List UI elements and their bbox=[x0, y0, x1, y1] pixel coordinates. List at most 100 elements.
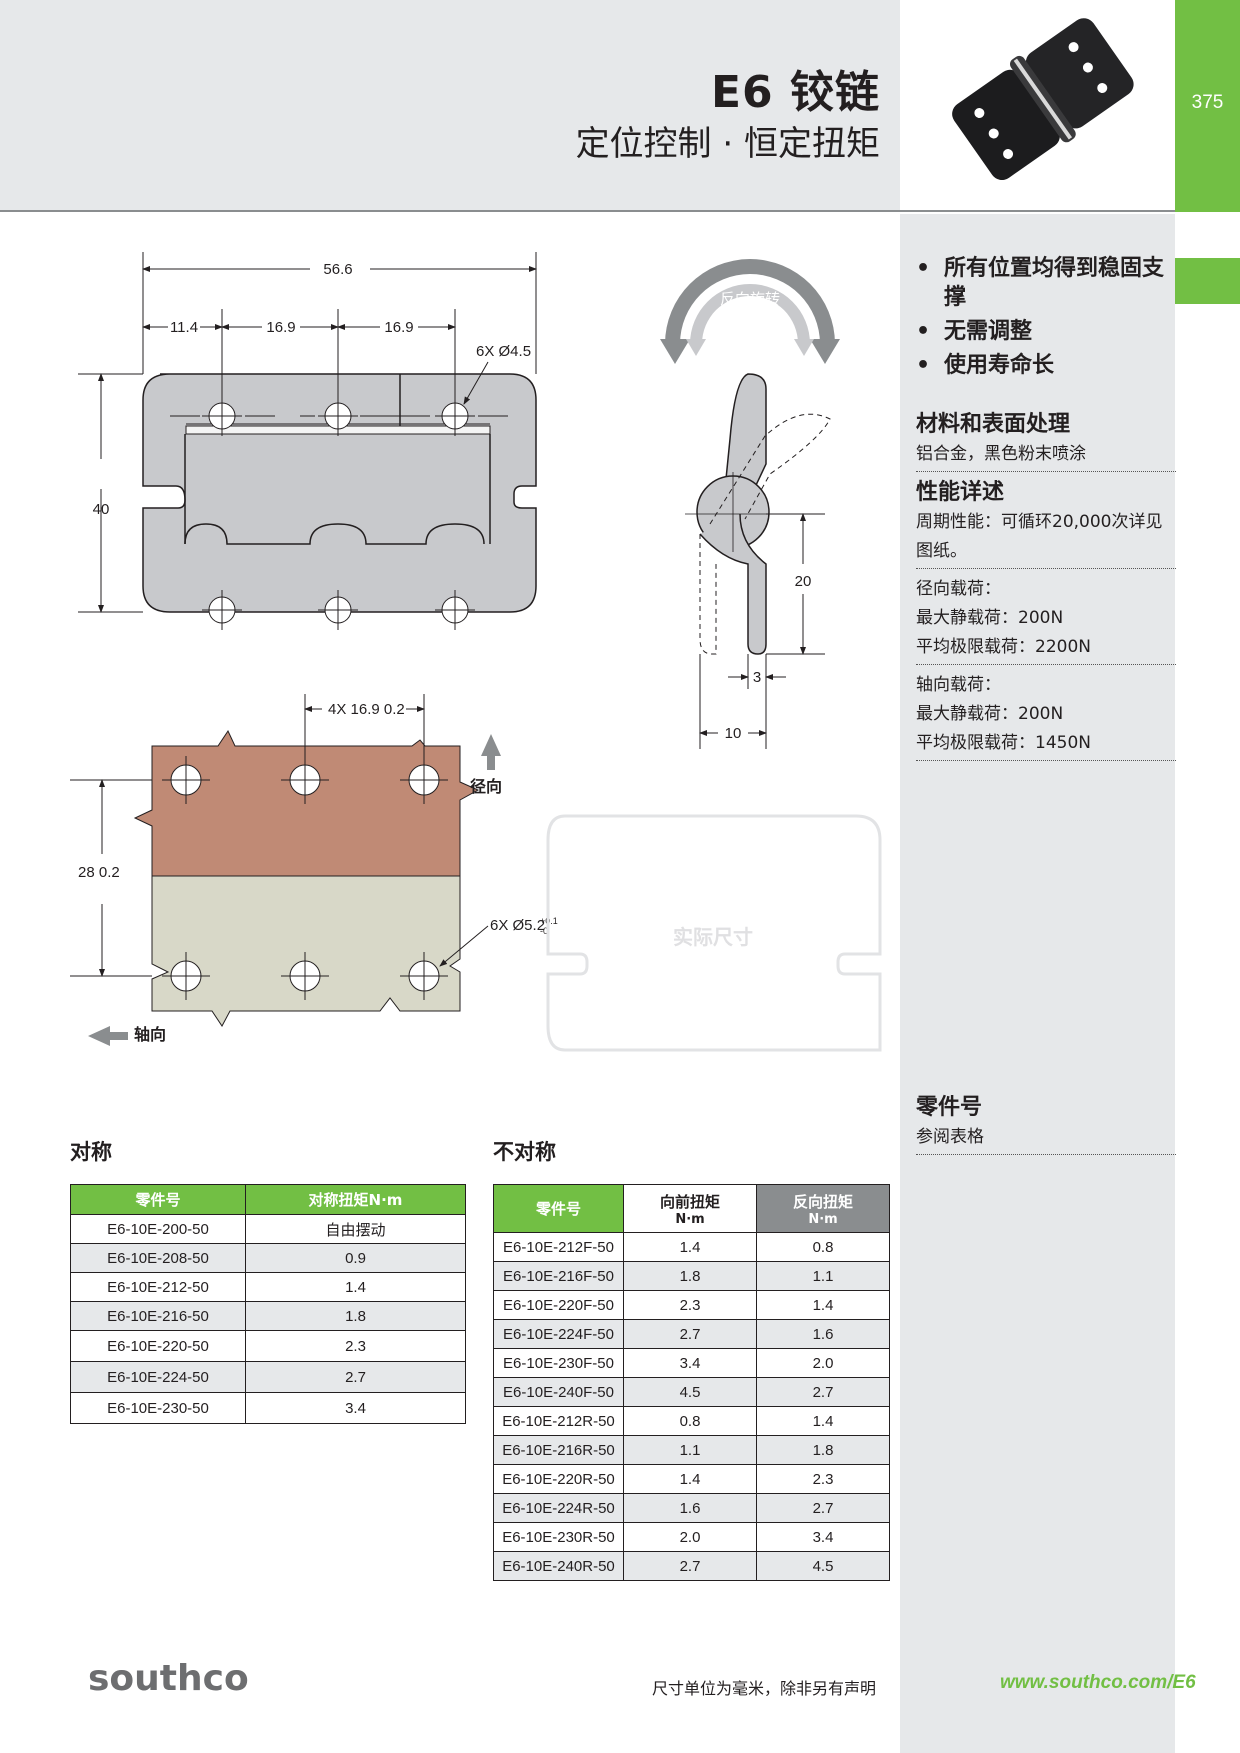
table-cell: E6-10E-224F-50 bbox=[493, 1319, 624, 1349]
divider bbox=[916, 471, 1176, 472]
pitch-callout: 4X 16.9 0.2 bbox=[328, 701, 405, 718]
table-cell: 1.6 bbox=[756, 1319, 890, 1349]
page-title: E6 铰链 bbox=[711, 67, 880, 118]
dim-11-4: 11.4 bbox=[170, 319, 198, 336]
feature-list: 所有位置均得到稳固支撑 无需调整 使用寿命长 bbox=[916, 254, 1176, 385]
unit-label: N·m bbox=[675, 1211, 705, 1227]
hole-callout: 6X Ø4.5 bbox=[476, 343, 531, 360]
table-cell: 0.9 bbox=[245, 1243, 466, 1273]
table-cell: E6-10E-230-50 bbox=[70, 1392, 246, 1424]
radial-static: 最大静载荷：200N bbox=[916, 608, 1064, 628]
col-part-number: 零件号 bbox=[493, 1184, 624, 1233]
table-cell: 1.8 bbox=[756, 1435, 890, 1465]
table-cell: E6-10E-208-50 bbox=[70, 1243, 246, 1273]
sidebar-tab bbox=[1175, 258, 1240, 304]
arrow-left-icon bbox=[88, 1026, 128, 1046]
axial-ultimate: 平均极限载荷：1450N bbox=[916, 733, 1091, 753]
table-cell: 2.7 bbox=[245, 1361, 466, 1393]
col-part-number: 零件号 bbox=[70, 1184, 246, 1215]
table-cell: 1.6 bbox=[623, 1493, 757, 1523]
table-cell: 3.4 bbox=[245, 1392, 466, 1424]
table-cell: 1.4 bbox=[245, 1272, 466, 1302]
material-heading: 材料和表面处理 bbox=[916, 412, 1071, 437]
table-cell: 2.3 bbox=[623, 1290, 757, 1320]
table-cell: 2.7 bbox=[756, 1493, 890, 1523]
part-number-section: 零件号 参阅表格 bbox=[916, 1093, 1176, 1161]
radial-label: 径向载荷： bbox=[916, 579, 1001, 599]
page-subtitle: 定位控制 · 恒定扭矩 bbox=[575, 124, 880, 164]
unit-label: N·m bbox=[808, 1211, 838, 1227]
table-cell: 1.1 bbox=[756, 1261, 890, 1291]
dim-16-9-b: 16.9 bbox=[384, 319, 413, 336]
actual-size-label: 实际尺寸 bbox=[673, 925, 753, 949]
axial-arrow-label: 轴向 bbox=[134, 1025, 166, 1044]
symmetric-title: 对称 bbox=[70, 1140, 112, 1164]
table-cell: E6-10E-230R-50 bbox=[493, 1522, 624, 1552]
table-cell: E6-10E-220R-50 bbox=[493, 1464, 624, 1494]
radial-arrow-label: 径向 bbox=[470, 777, 502, 796]
table-cell: E6-10E-216F-50 bbox=[493, 1261, 624, 1291]
reverse-label: 反向扭矩 bbox=[792, 1192, 853, 1211]
table-cell: 自由摆动 bbox=[245, 1214, 466, 1244]
actual-size-outline: 实际尺寸 bbox=[546, 814, 882, 1052]
website-link[interactable]: www.southco.com/E6 bbox=[1000, 1672, 1196, 1693]
hinge-side-view bbox=[685, 373, 831, 655]
rotation-arrows-icon: 反向旋转 向前旋转 bbox=[660, 259, 840, 364]
dim-10: 10 bbox=[725, 725, 742, 742]
table-cell: 4.5 bbox=[623, 1377, 757, 1407]
table-cell: E6-10E-200-50 bbox=[70, 1214, 246, 1244]
axial-label: 轴向载荷： bbox=[916, 675, 1001, 695]
table-cell: 4.5 bbox=[756, 1551, 890, 1581]
cycle-text: 周期性能：可循环20,000次详见图纸。 bbox=[916, 512, 1163, 561]
table-cell: 2.3 bbox=[245, 1330, 466, 1362]
table-cell: E6-10E-220-50 bbox=[70, 1330, 246, 1362]
mount-hole-callout: 6X Ø5.2 bbox=[490, 917, 545, 934]
dim-height: 40 bbox=[93, 501, 110, 518]
forward-label: 向前扭矩 bbox=[659, 1192, 720, 1211]
torque-forward-label: 向前旋转 bbox=[720, 315, 780, 332]
dim-total-width: 56.6 bbox=[323, 261, 352, 278]
table-cell: E6-10E-220F-50 bbox=[493, 1290, 624, 1320]
feature-item: 所有位置均得到稳固支撑 bbox=[916, 254, 1176, 312]
table-cell: E6-10E-224R-50 bbox=[493, 1493, 624, 1523]
units-note: 尺寸单位为毫米，除非另有声明 bbox=[652, 1679, 877, 1698]
table-cell: 1.4 bbox=[623, 1464, 757, 1494]
material-text: 铝合金，黑色粉末喷涂 bbox=[916, 444, 1086, 464]
mounting-holes-top bbox=[170, 396, 508, 630]
table-cell: 2.3 bbox=[756, 1464, 890, 1494]
dim-28: 28 0.2 bbox=[78, 864, 120, 881]
table-cell: E6-10E-224-50 bbox=[70, 1361, 246, 1393]
table-cell: E6-10E-216R-50 bbox=[493, 1435, 624, 1465]
table-cell: E6-10E-240F-50 bbox=[493, 1377, 624, 1407]
dim-16-9-a: 16.9 bbox=[266, 319, 295, 336]
table-cell: 1.8 bbox=[245, 1301, 466, 1331]
table-cell: 1.4 bbox=[756, 1406, 890, 1436]
table-cell: 1.4 bbox=[756, 1290, 890, 1320]
table-cell: E6-10E-212-50 bbox=[70, 1272, 246, 1302]
table-cell: E6-10E-240R-50 bbox=[493, 1551, 624, 1581]
axial-static: 最大静载荷：200N bbox=[916, 704, 1064, 724]
spec-section: 材料和表面处理 铝合金，黑色粉末喷涂 性能详述 周期性能：可循环20,000次详… bbox=[916, 410, 1176, 767]
table-cell: E6-10E-230F-50 bbox=[493, 1348, 624, 1378]
radial-ultimate: 平均极限载荷：2200N bbox=[916, 637, 1091, 657]
table-cell: 0.8 bbox=[623, 1406, 757, 1436]
torque-reverse-label: 反向旋转 bbox=[720, 291, 780, 308]
